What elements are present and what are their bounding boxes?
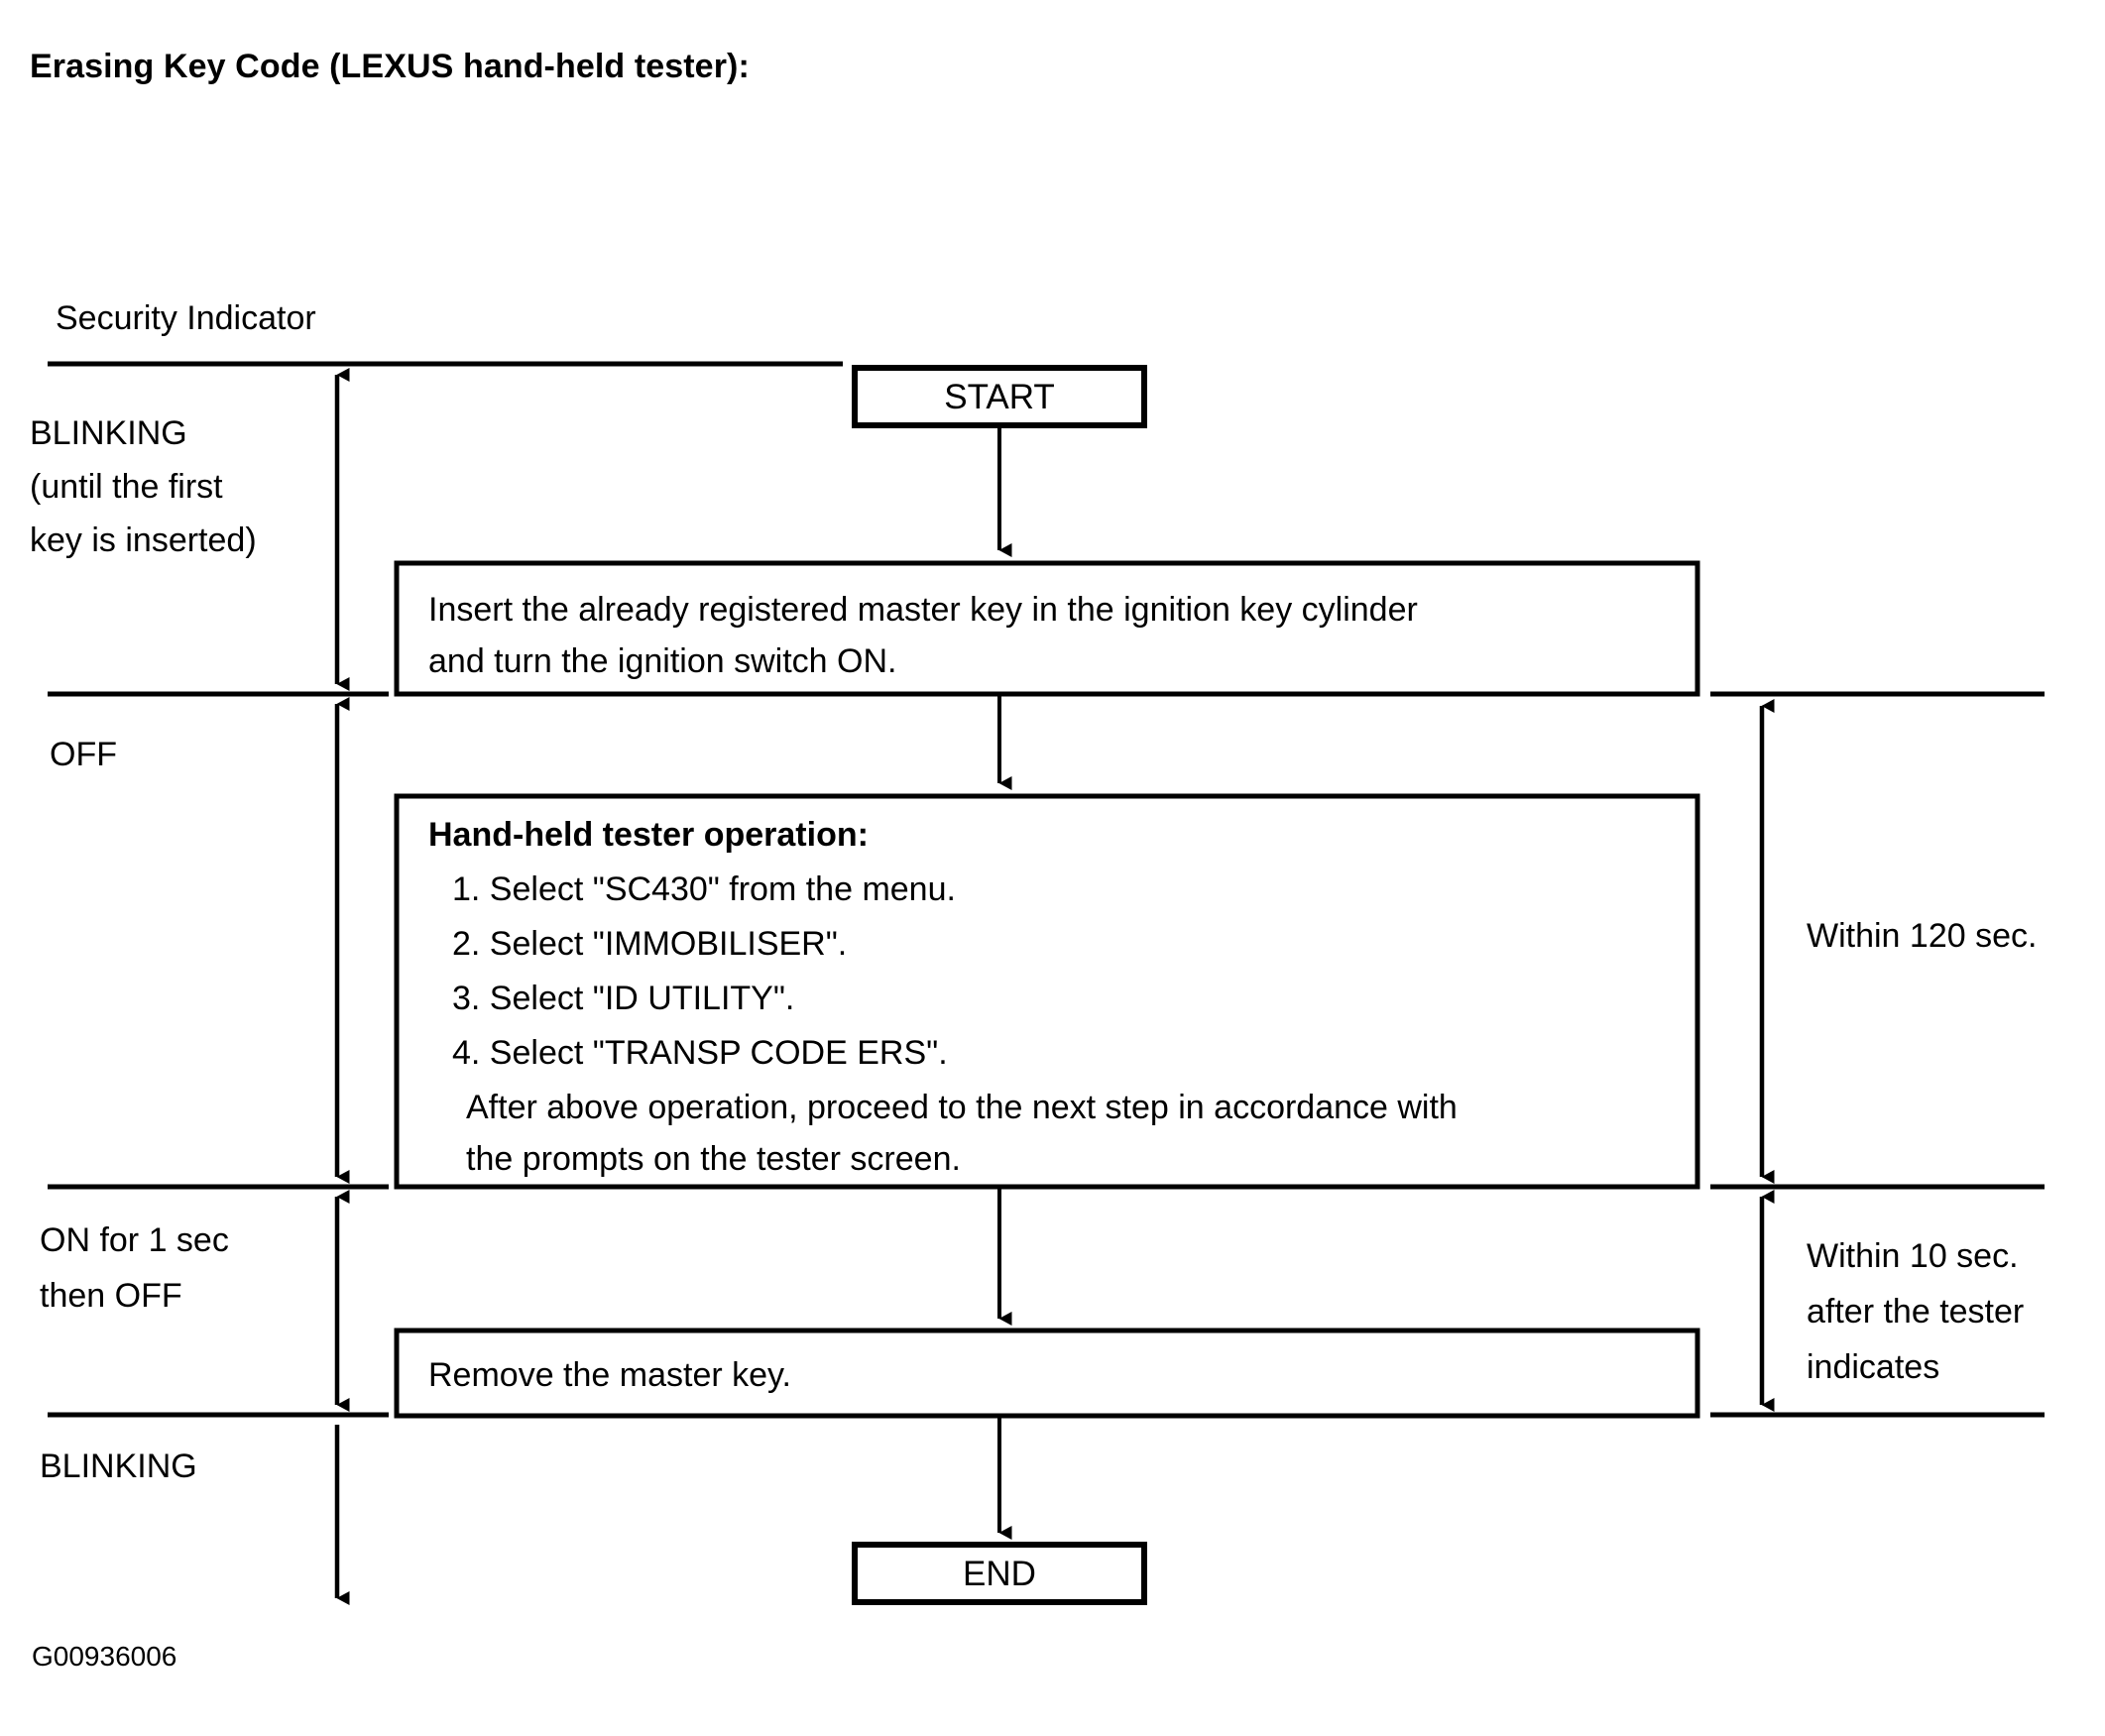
step-insert-key-line-2: and turn the ignition switch ON.	[428, 642, 896, 680]
step-box-tester-operation[interactable]	[394, 793, 1700, 1190]
page-title: Erasing Key Code (LEXUS hand-held tester…	[30, 48, 750, 85]
state-label-blinking-first-line1: BLINKING	[30, 414, 187, 452]
start-box-label: START	[944, 378, 1055, 416]
state-label-on1sec-line2: then OFF	[40, 1277, 182, 1315]
end-box-label: END	[963, 1555, 1036, 1593]
timing-label-within-120-line-1: Within 120 sec.	[1807, 917, 2037, 955]
step-tester-line-6: the prompts on the tester screen.	[466, 1140, 961, 1178]
step-box-remove-key[interactable]	[394, 1328, 1700, 1419]
step-tester-line-4: 4. Select "TRANSP CODE ERS".	[452, 1034, 948, 1072]
step-tester-line-1: 1. Select "SC430" from the menu.	[452, 870, 956, 908]
step-tester-line-5: After above operation, proceed to the ne…	[466, 1089, 1458, 1126]
step-tester-heading: Hand-held tester operation:	[428, 816, 869, 854]
state-label-on1sec-line1: ON for 1 sec	[40, 1221, 229, 1259]
security-indicator-heading: Security Indicator	[56, 299, 316, 337]
end-box[interactable]	[852, 1542, 1147, 1605]
step-tester-line-2: 2. Select "IMMOBILISER".	[452, 925, 847, 963]
state-label-blinking-end: BLINKING	[40, 1447, 197, 1485]
figure-id-label: G00936006	[32, 1641, 176, 1672]
step-box-insert-key[interactable]	[394, 560, 1700, 697]
step-remove-key-line-1: Remove the master key.	[428, 1356, 791, 1394]
step-insert-key-line-1: Insert the already registered master key…	[428, 591, 1418, 629]
timing-label-within-10-line-2: after the tester	[1807, 1293, 2024, 1331]
state-label-blinking-first-line2: (until the first	[30, 468, 223, 506]
state-label-blinking-first-line3: key is inserted)	[30, 521, 257, 559]
start-box[interactable]	[852, 365, 1147, 428]
timing-label-within-10-line-1: Within 10 sec.	[1807, 1237, 2019, 1275]
timing-label-within-10-line-3: indicates	[1807, 1348, 1939, 1386]
step-tester-line-3: 3. Select "ID UTILITY".	[452, 980, 794, 1017]
state-label-off: OFF	[50, 736, 117, 773]
